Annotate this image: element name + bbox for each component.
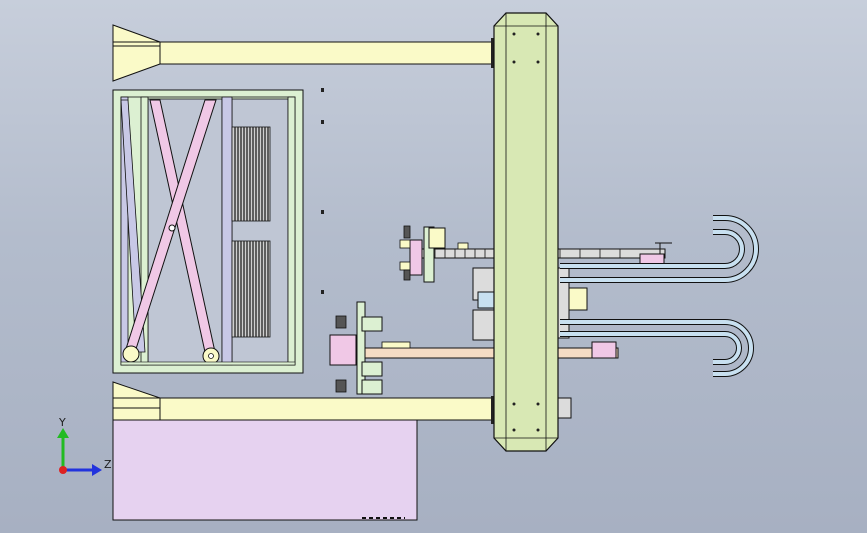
coordinate-triad: Y Z <box>57 416 112 476</box>
tube-loop-lower[interactable] <box>560 319 754 377</box>
lower-gripper[interactable] <box>329 301 619 395</box>
y-axis-label: Y <box>58 416 66 429</box>
sheet-stack-lower[interactable] <box>231 240 271 338</box>
tube-loop-upper[interactable] <box>560 215 759 283</box>
origin-dot <box>59 466 67 474</box>
roller-left <box>122 345 140 363</box>
scissor-pivot <box>168 224 176 232</box>
z-axis-label: Z <box>104 458 112 471</box>
sheet-stack-upper[interactable] <box>231 126 271 222</box>
scissor-frame[interactable] <box>112 89 304 374</box>
lower-beam[interactable] <box>112 381 497 424</box>
vertical-column[interactable] <box>493 12 559 452</box>
upper-beam[interactable] <box>112 24 497 82</box>
frame-bolts <box>321 88 324 294</box>
base-block[interactable] <box>112 419 418 521</box>
